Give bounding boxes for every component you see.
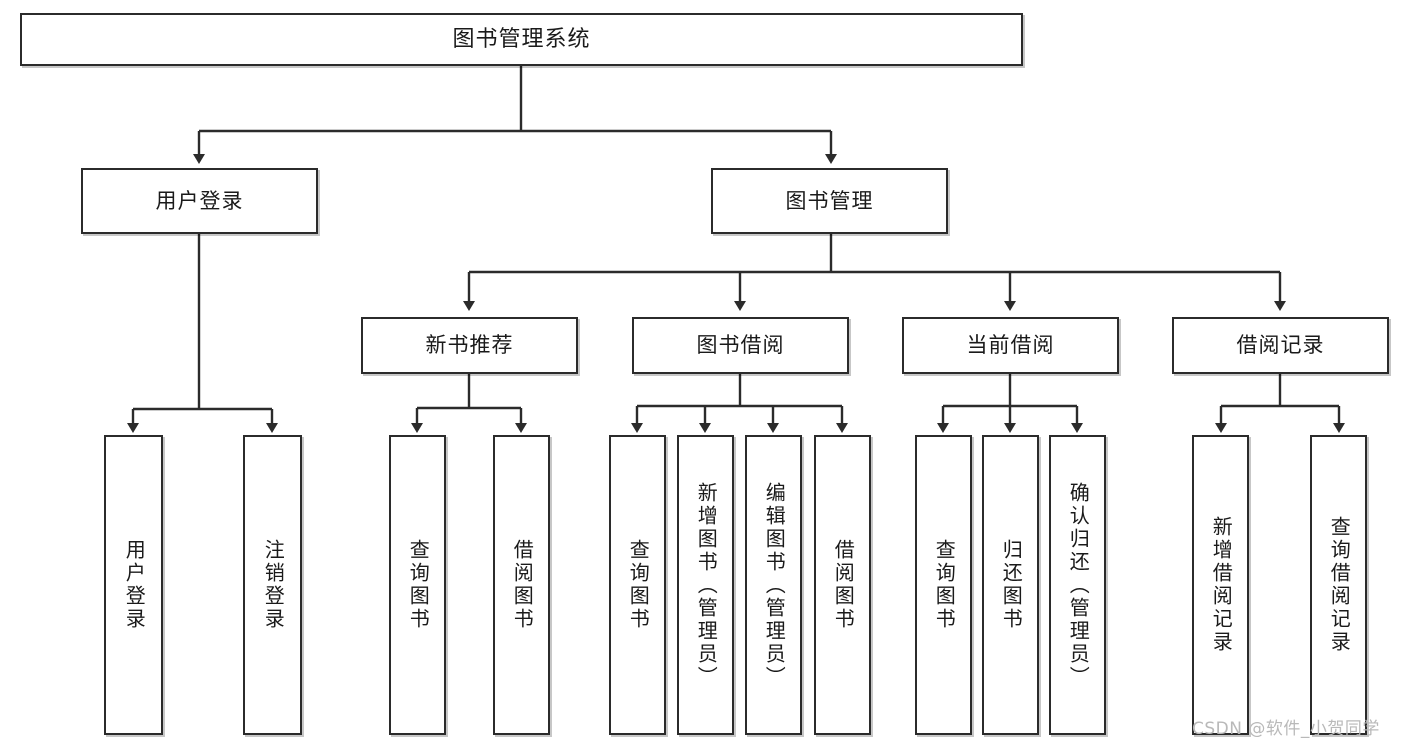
node-current-borrow[interactable]: 当前借阅	[902, 317, 1119, 374]
node-label: 新增借阅记录	[1209, 516, 1234, 654]
node-label: 查询图书	[406, 539, 431, 631]
leaf-add-book[interactable]: 新增图书（管理员）	[677, 435, 734, 735]
node-label: 借阅图书	[510, 539, 535, 631]
node-label: 当前借阅	[966, 333, 1055, 358]
node-user-login[interactable]: 用户登录	[81, 168, 318, 234]
node-label: 查询图书	[626, 539, 651, 631]
node-label: 编辑图书（管理员）	[762, 481, 787, 689]
node-label: 注销登录	[261, 539, 286, 631]
node-label: 借阅记录	[1236, 333, 1325, 358]
node-label: 查询借阅记录	[1327, 516, 1352, 654]
node-label: 归还图书	[999, 539, 1024, 631]
leaf-add-record[interactable]: 新增借阅记录	[1192, 435, 1249, 735]
node-label: 图书借阅	[696, 333, 785, 358]
node-book-management-system[interactable]: 图书管理系统	[20, 13, 1023, 66]
leaf-confirm-return[interactable]: 确认归还（管理员）	[1049, 435, 1106, 735]
node-label: 图书管理系统	[452, 26, 591, 52]
node-book-borrow[interactable]: 图书借阅	[632, 317, 849, 374]
node-label: 确认归还（管理员）	[1066, 481, 1091, 689]
leaf-return-book[interactable]: 归还图书	[982, 435, 1039, 735]
leaf-borrow-book-2[interactable]: 借阅图书	[814, 435, 871, 735]
node-borrow-record[interactable]: 借阅记录	[1172, 317, 1389, 374]
leaf-user-login[interactable]: 用户登录	[104, 435, 163, 735]
node-new-book-recommend[interactable]: 新书推荐	[361, 317, 578, 374]
node-label: 图书管理	[785, 188, 874, 213]
leaf-query-book-2[interactable]: 查询图书	[609, 435, 666, 735]
node-label: 用户登录	[155, 188, 244, 213]
node-label: 查询图书	[932, 539, 957, 631]
leaf-query-book-3[interactable]: 查询图书	[915, 435, 972, 735]
node-label: 新增图书（管理员）	[694, 481, 719, 689]
leaf-query-record[interactable]: 查询借阅记录	[1310, 435, 1367, 735]
leaf-borrow-book-1[interactable]: 借阅图书	[493, 435, 550, 735]
watermark-text: CSDN @软件_小贺同学	[1192, 719, 1380, 739]
node-book-management[interactable]: 图书管理	[711, 168, 948, 234]
leaf-user-logout[interactable]: 注销登录	[243, 435, 302, 735]
node-label: 新书推荐	[425, 333, 514, 358]
node-label: 用户登录	[122, 539, 147, 631]
leaf-query-book-1[interactable]: 查询图书	[389, 435, 446, 735]
leaf-edit-book[interactable]: 编辑图书（管理员）	[745, 435, 802, 735]
node-label: 借阅图书	[831, 539, 856, 631]
